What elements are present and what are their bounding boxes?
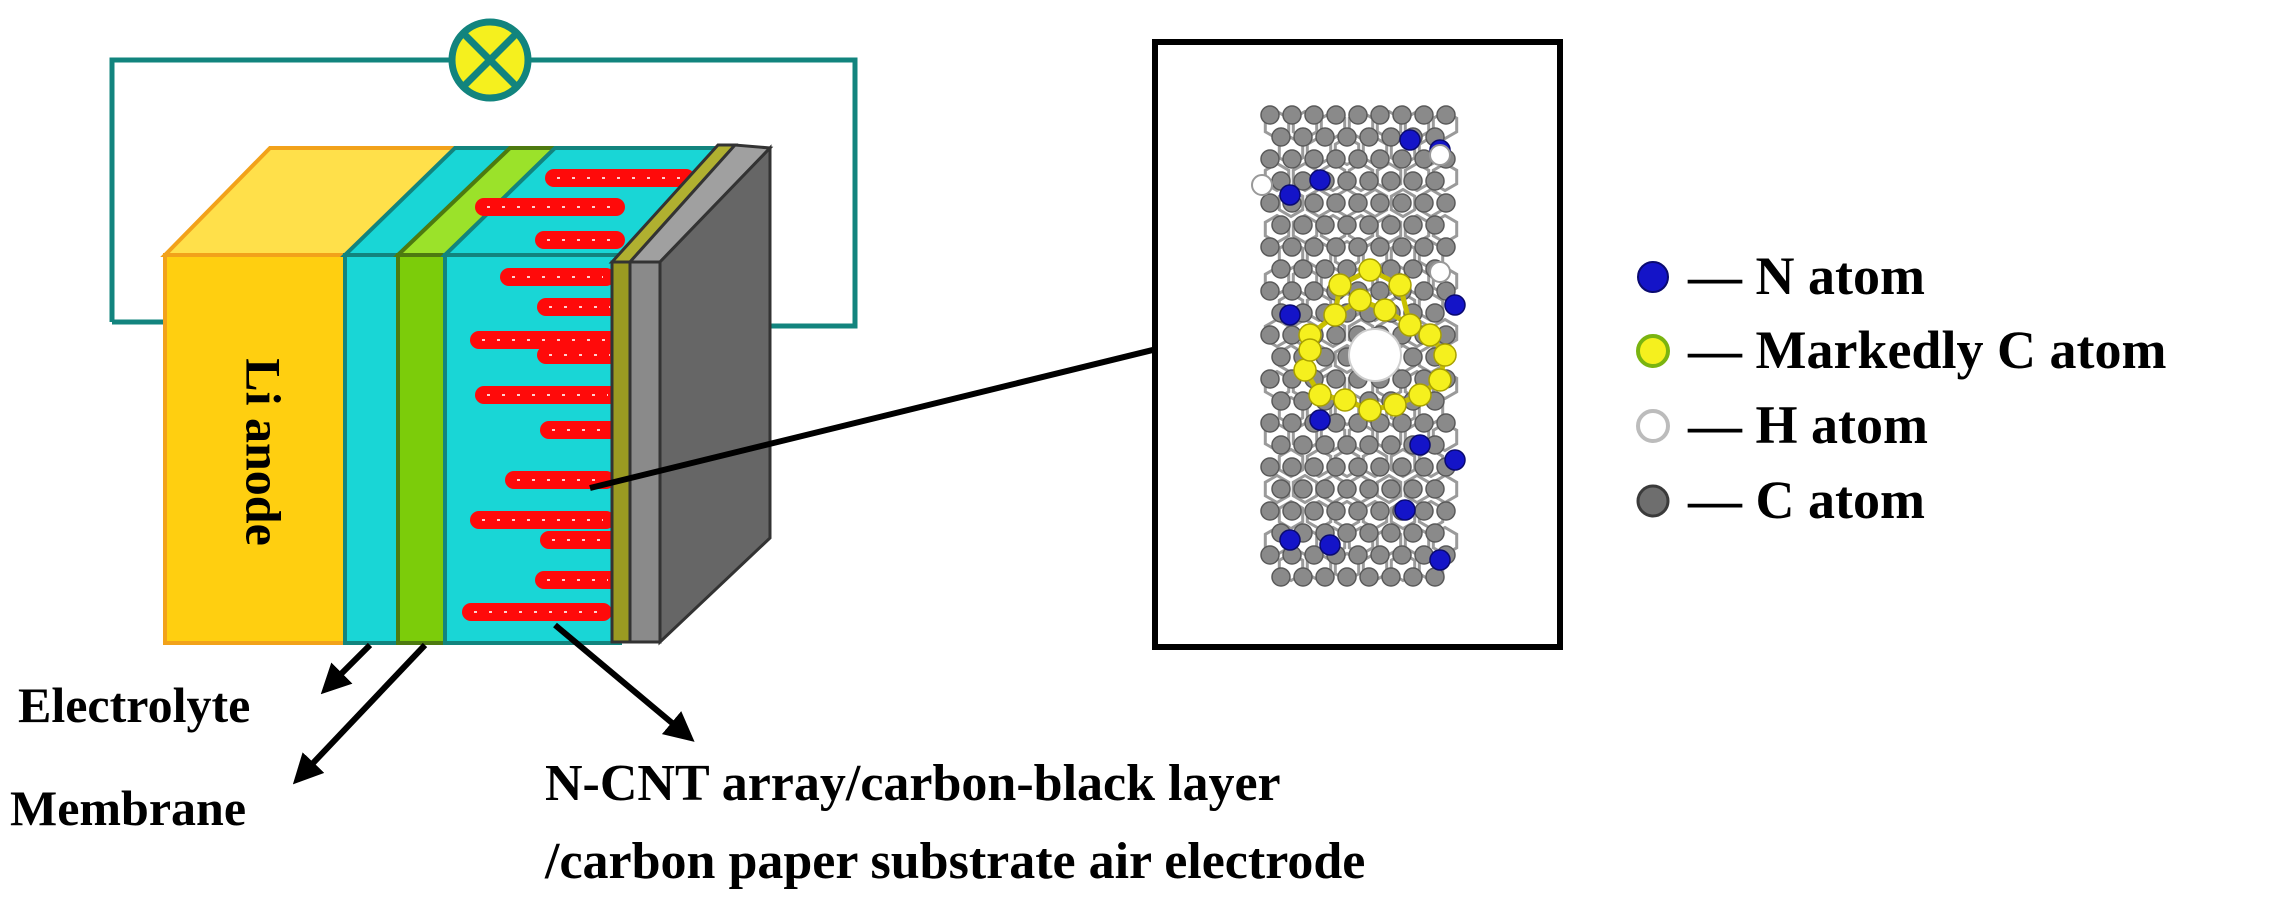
- legend-item-c-atom: — C atom: [1636, 470, 1925, 530]
- carbon-paper-layer: [626, 143, 774, 646]
- circuit-wire: [109, 57, 858, 329]
- membrane-label: Membrane: [10, 780, 246, 836]
- n-cnt-array: [462, 169, 695, 621]
- legend-label: — Markedly C atom: [1687, 320, 2166, 380]
- legend-item-marked-c-atom: — Markedly C atom: [1636, 320, 2166, 380]
- nanotube-model: [1251, 105, 1466, 587]
- legend-item-h-atom: — H atom: [1636, 395, 1928, 455]
- h-atom-icon: [1636, 409, 1670, 443]
- cnt-tube: [540, 421, 620, 439]
- legend-label: — H atom: [1687, 395, 1928, 455]
- legend-label: — C atom: [1687, 470, 1925, 530]
- air-electrode-label-line1: N-CNT array/carbon-black layer: [545, 755, 1281, 812]
- electrolyte-layer: [340, 146, 515, 645]
- legend-label: — N atom: [1687, 246, 1925, 306]
- marked-c-atom-icon: [1636, 334, 1670, 368]
- lamp-icon: [448, 18, 532, 102]
- carbon-black-layer: [608, 143, 739, 644]
- callout-arrows: [292, 324, 1228, 785]
- legend-item-n-atom: — N atom: [1637, 246, 1925, 306]
- n-atom-icon: [1637, 261, 1669, 293]
- electrolyte-label: Electrolyte: [18, 677, 250, 733]
- cnt-tube: [505, 471, 615, 489]
- legend: — N atom — Markedly C atom — H atom — C …: [1636, 246, 2166, 530]
- li-anode-label: Li anode: [236, 358, 292, 546]
- cnt-structure-inset: [1152, 39, 1563, 650]
- air-electrode-label-line2: /carbon paper substrate air electrode: [544, 833, 1365, 890]
- cnt-tube: [540, 531, 620, 549]
- c-atom-icon: [1636, 484, 1670, 518]
